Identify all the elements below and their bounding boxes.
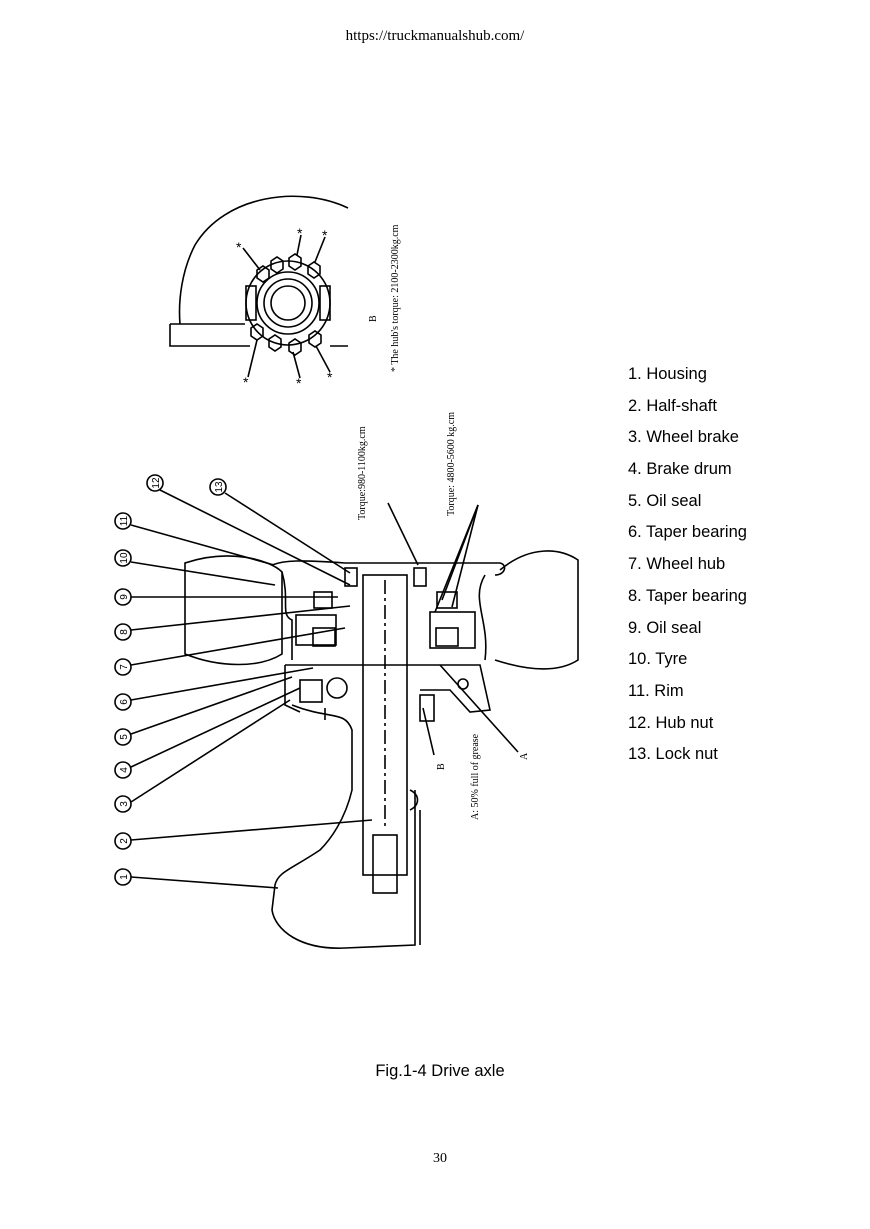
legend-item: 3. Wheel brake — [628, 428, 739, 447]
parts-legend: 1. Housing 2. Half-shaft 3. Wheel brake … — [628, 364, 747, 776]
callout-1: 1 — [119, 874, 130, 880]
callout-7: 7 — [119, 664, 130, 670]
legend-item: 6. Taper bearing — [628, 523, 747, 542]
legend-item: 9. Oil seal — [628, 618, 702, 637]
legend-item: 11. Rim — [628, 681, 684, 700]
legend-item: 1. Housing — [628, 365, 707, 383]
legend-item: 13. Lock nut — [628, 745, 718, 764]
callout-6: 6 — [119, 699, 130, 705]
callout-12: 12 — [151, 477, 162, 489]
callout-numbers: 1 2 3 4 5 6 7 8 9 10 11 12 13 — [119, 477, 225, 880]
star-2: * — [297, 225, 303, 241]
axle-cross-section — [184, 502, 579, 949]
legend-item: 12. Hub nut — [628, 713, 714, 732]
callout-10: 10 — [119, 552, 130, 564]
label-a: A — [519, 752, 530, 760]
star-1: * — [236, 239, 242, 255]
legend-item: 7. Wheel hub — [628, 555, 726, 574]
page-number: 30 — [433, 1151, 447, 1166]
star-5: * — [296, 375, 302, 391]
legend-item: 8. Taper bearing — [628, 586, 747, 605]
figure-caption: Fig.1-4 Drive axle — [375, 1062, 505, 1080]
header-url: https://truckmanualshub.com/ — [345, 28, 525, 44]
grease-note: A: 50% full of grease — [470, 733, 481, 820]
callout-8: 8 — [119, 629, 130, 635]
label-b: B — [436, 763, 447, 770]
hub-detail-view — [169, 195, 349, 379]
callout-13: 13 — [214, 481, 225, 493]
callout-5: 5 — [119, 734, 130, 740]
callout-11: 11 — [119, 515, 130, 526]
torque-left-note: Torque:980-1100kg.cm — [357, 426, 368, 520]
star-6: * — [327, 369, 333, 385]
star-3: * — [322, 227, 328, 243]
callout-leaders — [114, 474, 373, 889]
callout-4: 4 — [119, 767, 130, 773]
torque-stars: * * * * * * — [236, 225, 333, 391]
legend-item: 5. Oil seal — [628, 491, 702, 510]
legend-item: 2. Half-shaft — [628, 396, 717, 415]
callout-2: 2 — [119, 838, 130, 844]
hub-torque-note: * The hub's torque: 2100-2300kg.cm — [390, 224, 401, 372]
callout-3: 3 — [119, 801, 130, 807]
legend-item: 4. Brake drum — [628, 460, 732, 479]
torque-right-note: Torque: 4800-5600 kg.cm — [446, 412, 457, 516]
star-4: * — [243, 374, 249, 390]
callout-9: 9 — [119, 594, 130, 600]
view-b-label: B — [368, 315, 379, 322]
legend-item: 10. Tyre — [628, 650, 688, 669]
